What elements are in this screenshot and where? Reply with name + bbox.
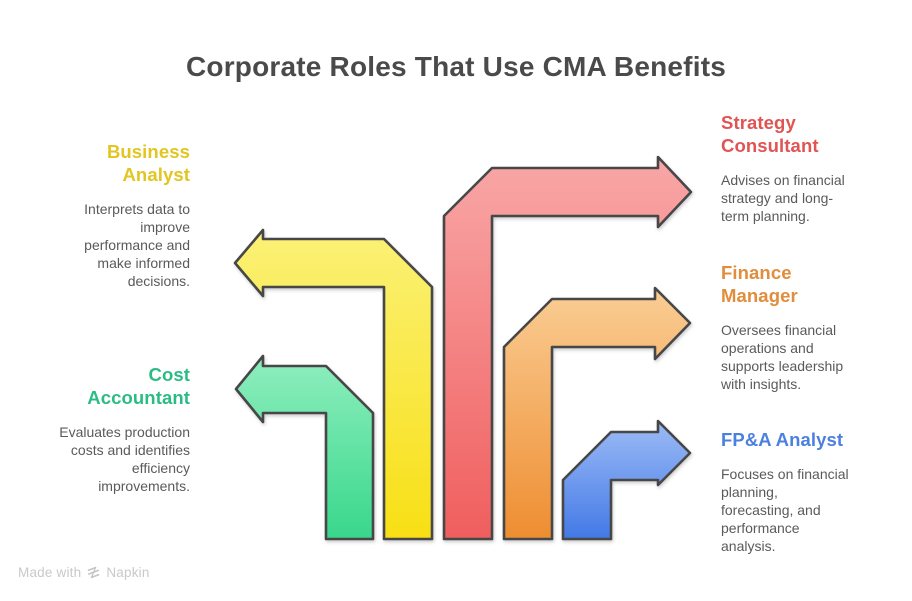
page-title: Corporate Roles That Use CMA Benefits xyxy=(185,51,726,82)
napkin-logo-icon xyxy=(88,566,100,579)
role-title-fpa-analyst: FP&A Analyst xyxy=(721,429,844,450)
arrow-strategy-consultant xyxy=(442,155,693,541)
arrow-cost-accountant xyxy=(234,354,375,541)
arrow-business-analyst xyxy=(233,228,434,541)
arrow-finance-manager xyxy=(502,286,692,541)
arrow-fpa-analyst xyxy=(561,419,692,541)
napkin-brand-label: Napkin xyxy=(106,565,150,580)
made-with-label: Made with xyxy=(18,565,82,580)
made-with-napkin-credit: Made with Napkin xyxy=(18,565,150,580)
